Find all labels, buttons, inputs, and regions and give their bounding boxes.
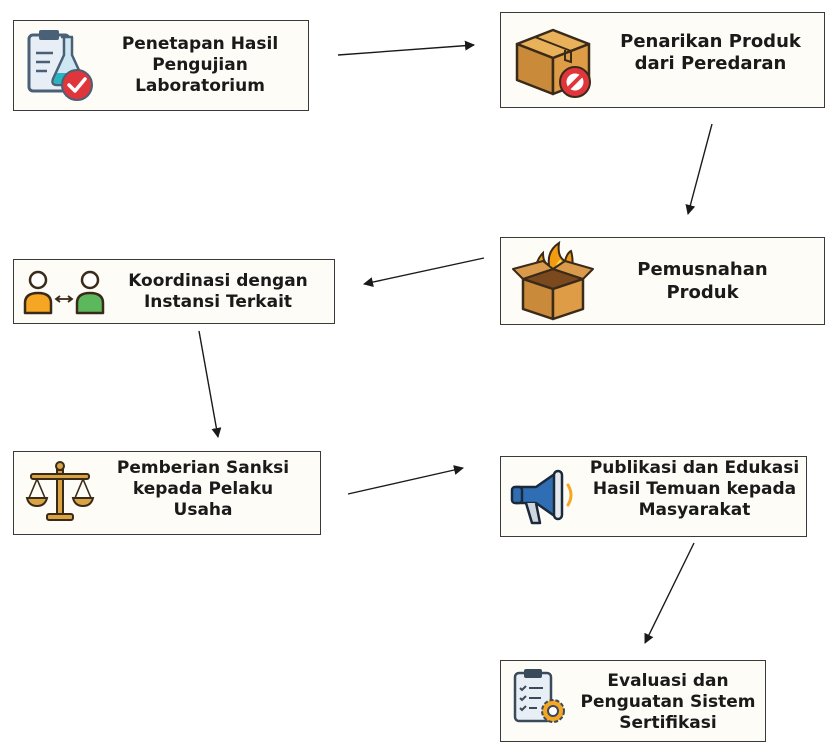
node-coordinate-label: Koordinasi dengan Instansi Terkait xyxy=(128,270,308,312)
burning-box-icon xyxy=(501,239,605,323)
megaphone-icon xyxy=(501,465,587,529)
box-prohibited-icon xyxy=(501,20,605,100)
checklist-gear-icon xyxy=(501,661,577,727)
node-publish-label: Publikasi dan Edukasi Hasil Temuan kepad… xyxy=(589,458,800,520)
node-business-sanction: Pemberian Sanksi kepada Pelaku Usaha xyxy=(13,451,321,535)
arrow-sanction-to-publish xyxy=(347,465,464,495)
node-product-destruction: Pemusnahan Produk xyxy=(500,237,825,325)
node-sanction-label: Pemberian Sanksi kepada Pelaku Usaha xyxy=(116,457,290,520)
arrow-destroy-to-coordinate xyxy=(363,257,485,287)
scales-icon xyxy=(14,458,106,528)
node-lab-results: Penetapan Hasil Pengujian Laboratorium xyxy=(13,20,309,111)
arrow-recall-to-destroy xyxy=(685,123,713,215)
node-public-education: Publikasi dan Edukasi Hasil Temuan kepad… xyxy=(500,456,807,537)
people-exchange-icon xyxy=(14,265,114,319)
node-product-recall: Penarikan Produk dari Peredaran xyxy=(500,12,825,108)
node-destroy-label: Pemusnahan Produk xyxy=(637,259,768,303)
clipboard-flask-check-icon xyxy=(14,27,106,105)
node-agency-coordination: Koordinasi dengan Instansi Terkait xyxy=(13,259,335,324)
node-lab-label: Penetapan Hasil Pengujian Laboratorium xyxy=(121,34,279,96)
node-evaluate-label: Evaluasi dan Penguatan Sistem Sertifikas… xyxy=(580,671,756,733)
arrow-publish-to-evaluate xyxy=(644,542,695,644)
arrow-coordinate-to-sanction xyxy=(198,330,222,438)
node-evaluation: Evaluasi dan Penguatan Sistem Sertifikas… xyxy=(500,660,766,742)
node-recall-label: Penarikan Produk dari Peredaran xyxy=(620,31,801,74)
arrow-lab-to-recall xyxy=(337,40,475,56)
